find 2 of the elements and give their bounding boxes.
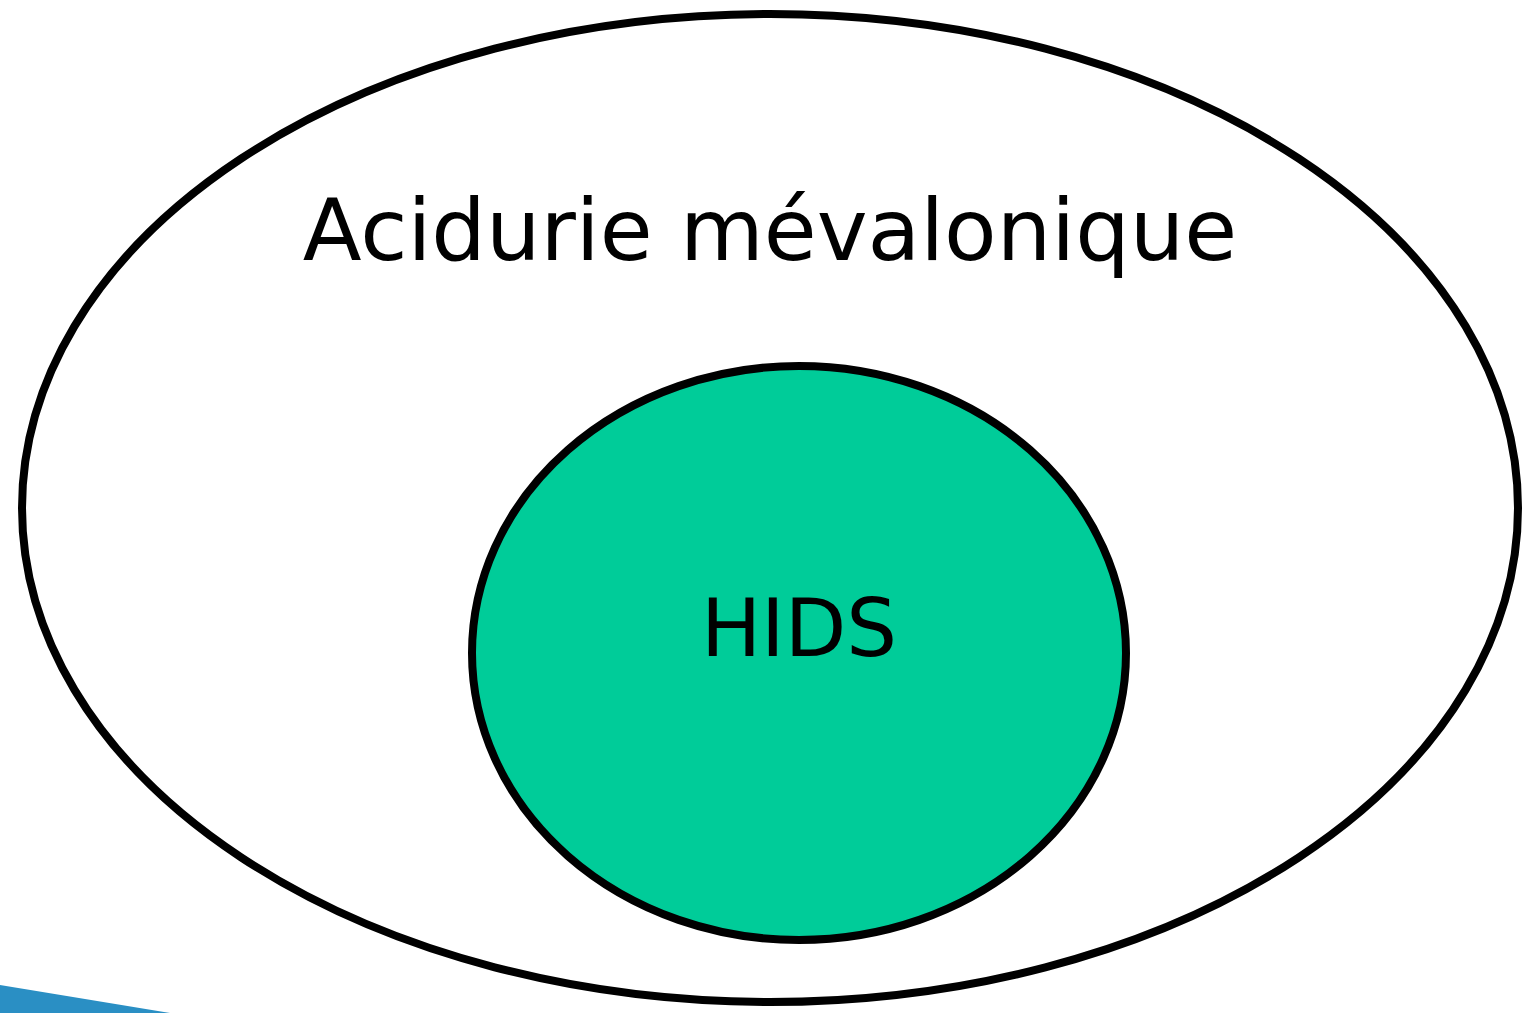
- ellipse-label: HIDS: [700, 582, 898, 675]
- diagram-heading: Acidurie mévalonique: [302, 180, 1238, 280]
